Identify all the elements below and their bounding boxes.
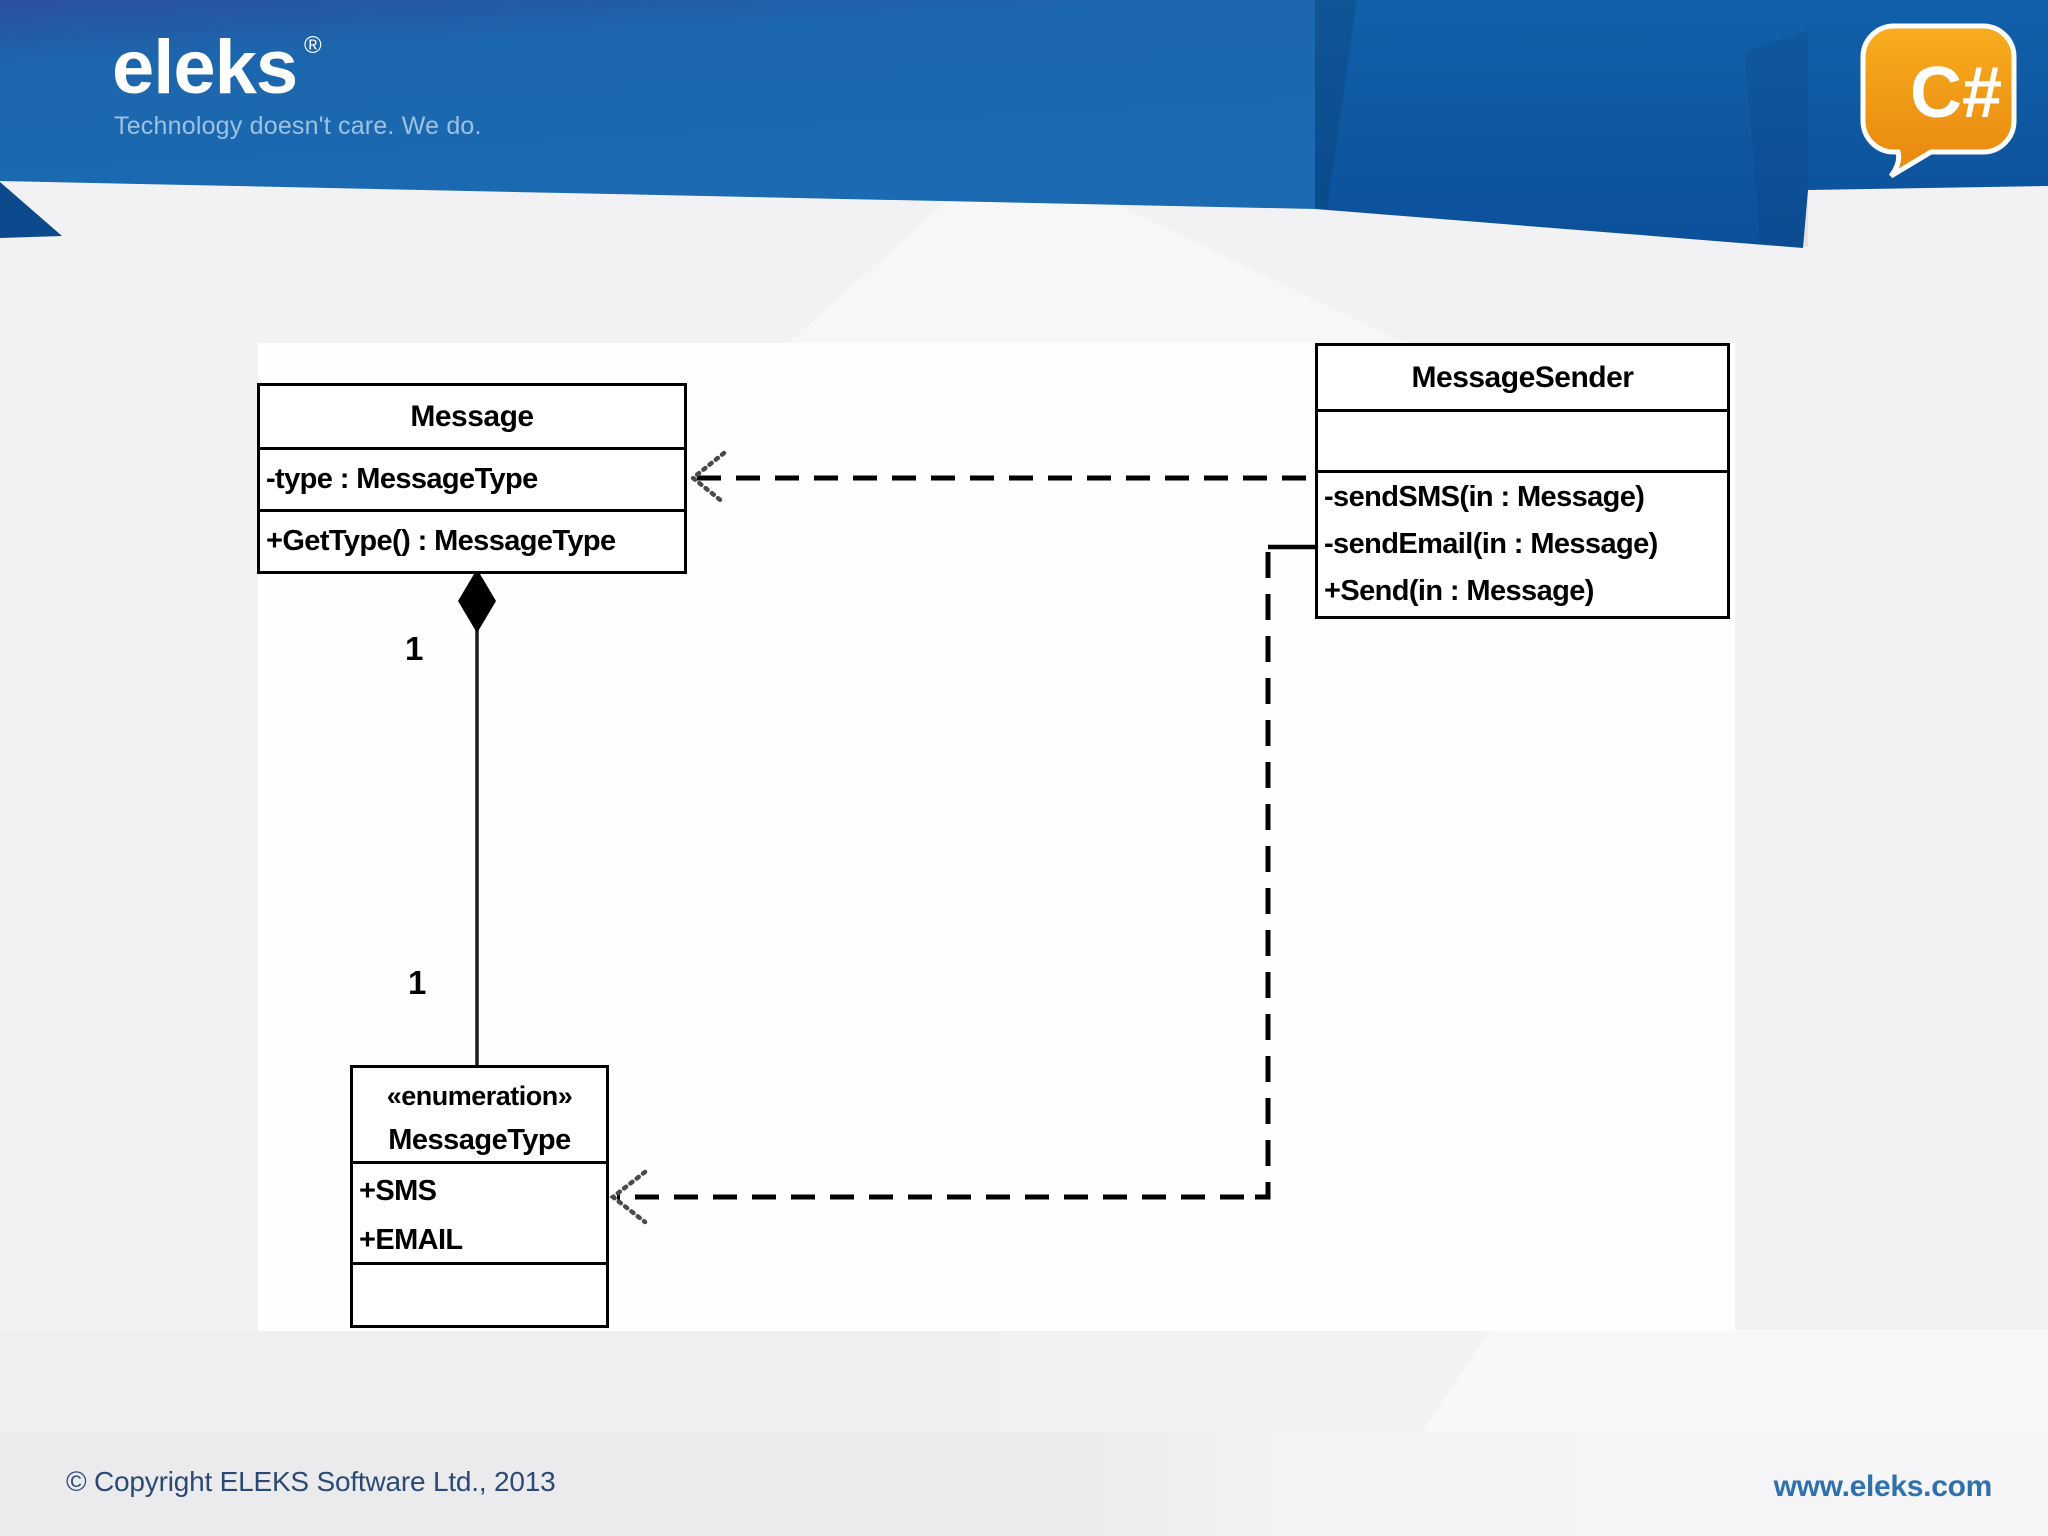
website-text: www.eleks.com: [1773, 1470, 1993, 1503]
enum-literal: +SMS: [359, 1175, 437, 1207]
ribbon-fold-icon: [0, 182, 62, 238]
class-operation: +GetType() : MessageType: [266, 525, 616, 557]
background-facet: [0, 1330, 1000, 1440]
footer: © Copyright ELEKS Software Ltd., 2013 ww…: [0, 1432, 2048, 1536]
class-box-messagesender: MessageSender -sendSMS(in : Message) -se…: [1315, 343, 1730, 619]
multiplicity-label: 1: [405, 630, 424, 667]
enum-name: MessageType: [388, 1123, 571, 1156]
eleks-logo-text: eleks: [112, 25, 298, 110]
eleks-logo: eleks ®: [112, 25, 322, 110]
header-banner: C#: [0, 0, 2048, 248]
copyright-text: © Copyright ELEKS Software Ltd., 2013: [66, 1466, 556, 1497]
multiplicity-label: 1: [408, 964, 427, 1001]
class-box-message: Message -type : MessageType +GetType() :…: [257, 383, 687, 574]
enum-box-messagetype: «enumeration» MessageType +SMS +EMAIL: [350, 1065, 609, 1328]
class-name: Message: [260, 386, 684, 450]
enum-literal: +EMAIL: [359, 1224, 463, 1256]
class-attribute: -type : MessageType: [266, 463, 538, 495]
csharp-badge-label: C#: [1910, 53, 2002, 133]
tagline: Technology doesn't care. We do.: [114, 112, 482, 140]
class-operation: -sendSMS(in : Message): [1324, 481, 1645, 513]
header-fold-shade: [1745, 30, 1808, 247]
csharp-badge-icon: C#: [1860, 23, 2017, 179]
empty-attributes-compartment: [1318, 412, 1727, 473]
enum-stereotype: «enumeration»: [386, 1080, 573, 1111]
empty-compartment: [353, 1265, 606, 1322]
class-name: MessageSender: [1318, 346, 1727, 412]
class-operation: -sendEmail(in : Message): [1324, 528, 1658, 560]
registered-mark: ®: [304, 32, 322, 59]
class-operation: +Send(in : Message): [1324, 575, 1594, 607]
